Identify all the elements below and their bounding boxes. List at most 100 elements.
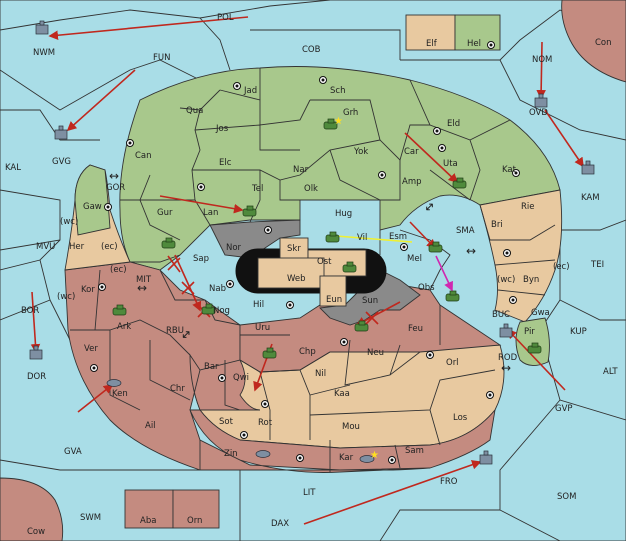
fleet-unit [479, 450, 493, 465]
label-elc: Elc [219, 158, 232, 168]
fleet-unit [35, 20, 49, 35]
label-ost: Ost [317, 257, 332, 267]
army-unit [323, 118, 338, 130]
army-unit [325, 231, 340, 243]
label-ken: Ken [112, 389, 128, 399]
army-unit [342, 261, 357, 273]
army-unit [161, 237, 176, 249]
province-labels: POL NWM FUN COB Elf Hel Con NOM OVD KAL … [5, 13, 618, 537]
supply-center-icon [340, 338, 348, 346]
label-dor: DOR [27, 372, 46, 382]
label-kor-wc: (wc) [57, 292, 75, 302]
label-jos: Jos [215, 124, 229, 134]
label-alt: ALT [603, 367, 618, 377]
label-chr: Chr [170, 384, 185, 394]
star-icon: ★ [370, 450, 379, 461]
province-eun[interactable] [319, 275, 347, 307]
fleet-unit [54, 125, 68, 140]
supply-center-icon [286, 301, 294, 309]
label-rbu: RBU [166, 326, 184, 336]
label-gva: GVA [64, 447, 82, 457]
label-som: SOM [557, 492, 576, 502]
army-unit [354, 320, 369, 332]
supply-centers [90, 41, 520, 464]
fleet-unit [534, 93, 548, 108]
supply-center-icon [509, 296, 517, 304]
label-hel: Hel [467, 39, 481, 49]
double-arrow-icon: ↔ [109, 169, 119, 183]
label-zin: Zin [224, 449, 238, 459]
army-unit [445, 290, 460, 302]
army-unit [201, 303, 216, 315]
label-car: Car [404, 147, 419, 157]
supply-center-icon [197, 183, 205, 191]
label-lan: Lan [203, 208, 218, 218]
label-esm: Esm [389, 232, 407, 242]
army-unit [262, 347, 277, 359]
label-dax: DAX [271, 519, 289, 529]
supply-center-icon [264, 226, 272, 234]
label-qua: Qua [186, 106, 203, 116]
supply-center-icon [487, 41, 495, 49]
province-cow[interactable] [0, 477, 64, 541]
fleet-unit [255, 450, 271, 458]
fleet-unit [106, 379, 122, 387]
label-ark: Ark [117, 322, 131, 332]
label-her-ec: (ec) [101, 242, 118, 252]
supply-center-icon [438, 144, 446, 152]
province-orn[interactable] [172, 489, 220, 529]
supply-center-icon [426, 351, 434, 359]
fleet-unit [29, 345, 43, 360]
supply-center-icon [218, 374, 226, 382]
province-aba[interactable] [124, 489, 174, 529]
label-orl: Orl [446, 358, 459, 368]
army-unit [242, 205, 257, 217]
label-chp: Chp [299, 347, 316, 357]
label-mel: Mel [407, 254, 422, 264]
label-nar: Nar [293, 165, 309, 175]
label-pol: POL [217, 13, 234, 23]
label-elf: Elf [426, 39, 438, 49]
order-arrows [30, 16, 584, 525]
label-gor: GOR [106, 183, 125, 193]
label-cow: Cow [27, 527, 45, 537]
province-gaw[interactable] [74, 164, 111, 236]
label-kor-ec: (ec) [110, 265, 127, 275]
supply-center-icon [90, 364, 98, 372]
province-con[interactable] [561, 0, 626, 83]
fleet-unit [499, 323, 513, 338]
label-kaa: Kaa [334, 389, 350, 399]
label-mit: MIT [136, 275, 152, 285]
label-sma: SMA [456, 226, 475, 236]
label-rot: Rot [258, 418, 273, 428]
double-arrow-icon: ↔ [501, 361, 511, 375]
supply-center-icon [400, 243, 408, 251]
label-skr: Skr [287, 244, 301, 254]
province-pir[interactable] [515, 317, 550, 366]
label-nab: Nab [209, 284, 226, 294]
label-cob: COB [302, 45, 321, 55]
label-eun: Eun [326, 295, 342, 305]
label-gvg: GVG [52, 157, 71, 167]
label-buc: BUC [492, 310, 510, 320]
label-grh: Grh [343, 108, 358, 118]
label-fro: FRO [440, 477, 458, 487]
label-nor: Nor [226, 243, 242, 253]
army-unit [428, 241, 443, 253]
province-web[interactable] [257, 257, 325, 289]
label-sap: Sap [193, 254, 209, 264]
label-bar: Bar [204, 362, 219, 372]
army-unit [527, 342, 542, 354]
label-ail: Ail [145, 421, 156, 431]
double-arrow-icon: ↔ [466, 244, 476, 258]
adjacency-markers: ↔ ↔ ↔ ↔ ↔ ↔ [109, 169, 511, 375]
star-icon: ★ [334, 116, 343, 127]
label-tel: Tel [251, 184, 263, 194]
province-elf[interactable] [405, 14, 456, 51]
label-swm: SWM [80, 513, 101, 523]
label-feu: Feu [408, 324, 423, 334]
fleet-unit [359, 455, 375, 463]
label-bri: Bri [491, 220, 503, 230]
label-eld: Eld [447, 119, 460, 129]
